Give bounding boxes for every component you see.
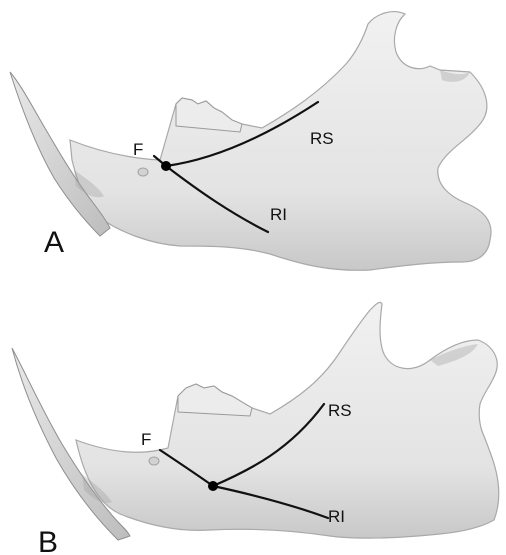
panel-label-b: B	[38, 526, 58, 555]
rs-label-a: RS	[310, 129, 334, 148]
incisor-b	[12, 348, 130, 540]
panel-a: F RS RI A	[10, 12, 491, 271]
molar-row-a	[176, 98, 242, 132]
molar-row-b	[178, 384, 252, 416]
junction-point-a	[161, 161, 171, 171]
panel-label-a: A	[44, 226, 64, 259]
mental-foramen-a	[138, 168, 148, 176]
junction-point-b	[208, 481, 218, 491]
ri-label-b: RI	[328, 507, 345, 526]
ri-label-a: RI	[270, 205, 287, 224]
foramen-label-a: F	[133, 140, 143, 159]
panel-b: F RS RI B	[12, 302, 499, 555]
mandible-b	[76, 302, 499, 538]
mental-foramen-b	[149, 457, 159, 465]
rs-label-b: RS	[328, 401, 352, 420]
foramen-label-b: F	[141, 430, 151, 449]
